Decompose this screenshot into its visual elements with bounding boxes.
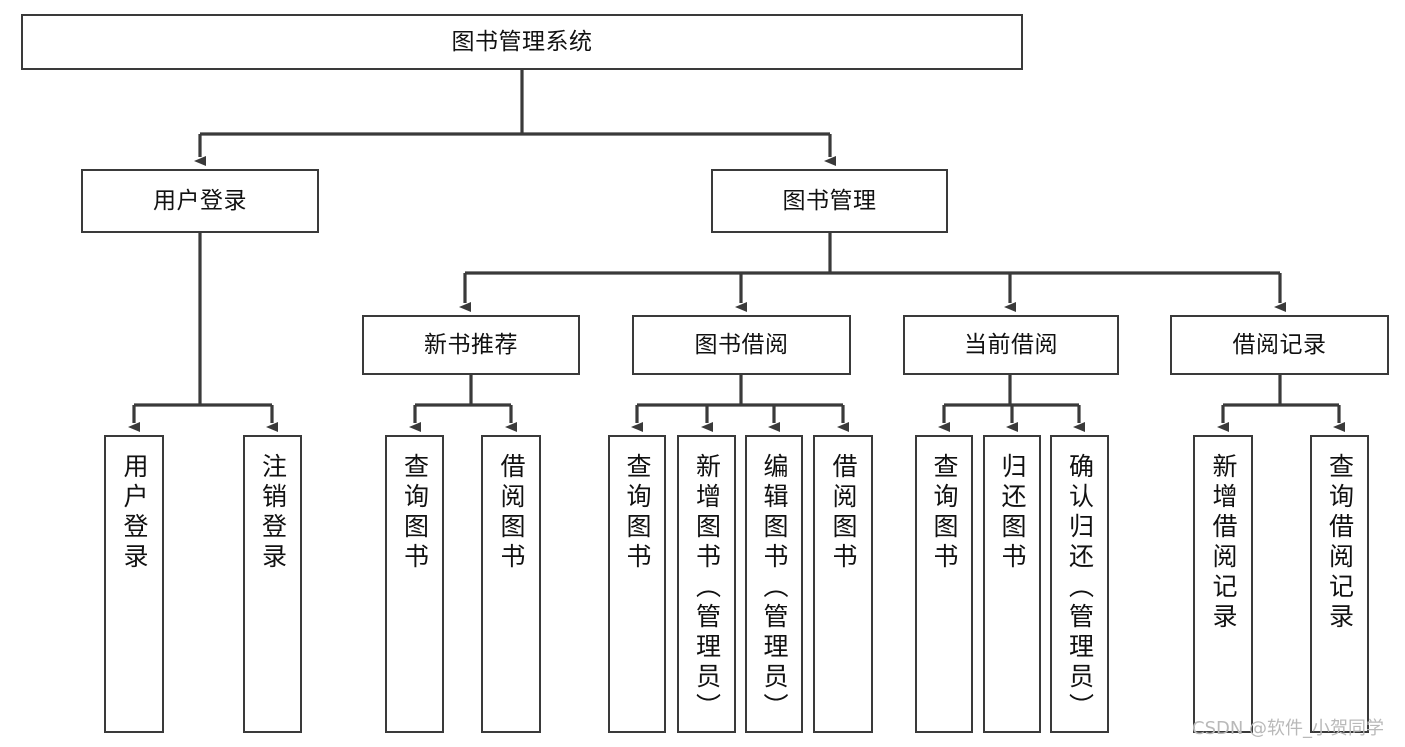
node-label: 查询图书 bbox=[930, 453, 959, 573]
node-label: 用户登录 bbox=[153, 187, 247, 214]
leaf-add-borrow-record[interactable]: 新增借阅记录 bbox=[1193, 435, 1253, 733]
node-label: 查询图书 bbox=[623, 453, 652, 573]
node-label: 图书借阅 bbox=[694, 331, 789, 358]
node-label: 借阅记录 bbox=[1232, 331, 1327, 358]
node-book-management[interactable]: 图书管理 bbox=[711, 169, 948, 233]
node-label: 归还图书 bbox=[998, 453, 1027, 573]
node-label: 新书推荐 bbox=[424, 331, 518, 358]
csdn-watermark: CSDN @软件_小贺同学 bbox=[1192, 718, 1385, 739]
node-current-borrow[interactable]: 当前借阅 bbox=[903, 315, 1119, 375]
node-borrow-record[interactable]: 借阅记录 bbox=[1170, 315, 1389, 375]
leaf-confirm-return-admin[interactable]: 确认归还（管理员） bbox=[1050, 435, 1109, 733]
node-label: 编辑图书（管理员） bbox=[760, 453, 789, 723]
node-book-borrow[interactable]: 图书借阅 bbox=[632, 315, 851, 375]
node-label: 新增图书（管理员） bbox=[692, 453, 722, 723]
node-label: 借阅图书 bbox=[829, 453, 858, 573]
node-label: 用户登录 bbox=[120, 453, 149, 573]
leaf-query-book-borrow[interactable]: 查询图书 bbox=[608, 435, 666, 733]
node-label: 新增借阅记录 bbox=[1209, 453, 1238, 633]
node-new-book-recommend[interactable]: 新书推荐 bbox=[362, 315, 580, 375]
leaf-query-borrow-record[interactable]: 查询借阅记录 bbox=[1310, 435, 1369, 733]
node-label: 注销登录 bbox=[258, 453, 288, 573]
node-label: 当前借阅 bbox=[964, 331, 1058, 358]
leaf-query-book-current[interactable]: 查询图书 bbox=[915, 435, 973, 733]
node-user-login[interactable]: 用户登录 bbox=[81, 169, 319, 233]
leaf-query-book-new[interactable]: 查询图书 bbox=[385, 435, 444, 733]
node-label: 图书管理系统 bbox=[451, 28, 593, 55]
node-label: 查询图书 bbox=[400, 453, 430, 573]
leaf-return-book[interactable]: 归还图书 bbox=[983, 435, 1041, 733]
leaf-borrow-book-new[interactable]: 借阅图书 bbox=[481, 435, 541, 733]
node-label: 图书管理 bbox=[782, 187, 877, 214]
node-label: 借阅图书 bbox=[497, 453, 526, 573]
leaf-edit-book-admin[interactable]: 编辑图书（管理员） bbox=[745, 435, 803, 733]
node-label: 查询借阅记录 bbox=[1325, 453, 1355, 633]
node-root-system[interactable]: 图书管理系统 bbox=[21, 14, 1023, 70]
leaf-add-book-admin[interactable]: 新增图书（管理员） bbox=[677, 435, 736, 733]
leaf-user-login[interactable]: 用户登录 bbox=[104, 435, 164, 733]
leaf-logout[interactable]: 注销登录 bbox=[243, 435, 302, 733]
node-label: 确认归还（管理员） bbox=[1065, 453, 1095, 723]
leaf-borrow-book[interactable]: 借阅图书 bbox=[813, 435, 873, 733]
